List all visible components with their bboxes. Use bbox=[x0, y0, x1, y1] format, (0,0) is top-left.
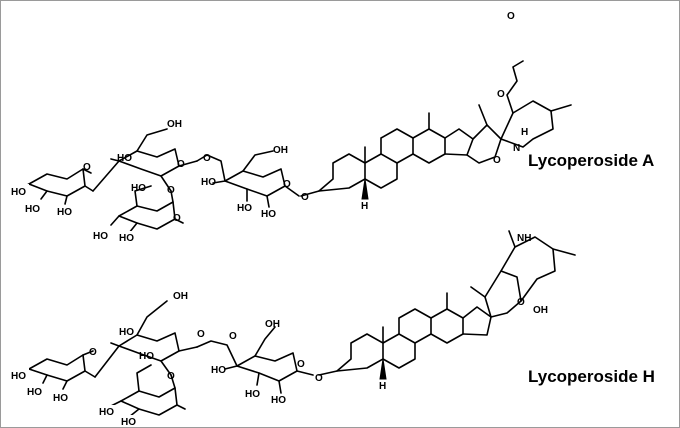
atom-label: O bbox=[497, 89, 505, 100]
compound-h-structure bbox=[22, 230, 576, 418]
atom-label: HO bbox=[245, 389, 260, 400]
atom-label: O bbox=[493, 155, 501, 166]
atom-label: HO bbox=[99, 407, 114, 418]
atom-label: HO bbox=[119, 233, 134, 244]
atom-label: O bbox=[315, 373, 323, 384]
compound-a-atom-labels: HO HO HO O HO OH O O HO HO HO O O OH HO … bbox=[11, 11, 528, 244]
atom-label: O bbox=[177, 159, 185, 170]
atom-label: O bbox=[229, 331, 237, 342]
atom-label: HO bbox=[211, 365, 226, 376]
atom-label: O bbox=[167, 185, 175, 196]
atom-label: OH bbox=[265, 319, 280, 330]
compound-a-structure bbox=[22, 60, 572, 234]
atom-label: O bbox=[507, 11, 515, 22]
atom-label: HO bbox=[27, 387, 42, 398]
atom-label: HO bbox=[53, 393, 68, 404]
atom-label: HO bbox=[11, 371, 26, 382]
atom-label: HO bbox=[25, 204, 40, 215]
atom-label: HO bbox=[57, 207, 72, 218]
atom-label: HO bbox=[131, 183, 146, 194]
compound-name-a: Lycoperoside A bbox=[528, 151, 654, 170]
compound-h-atom-labels: HO HO HO O HO OH O O HO HO HO O OH HO HO… bbox=[11, 233, 548, 427]
atom-label: HO bbox=[93, 231, 108, 242]
atom-label: O bbox=[297, 359, 305, 370]
atom-label: O bbox=[89, 347, 97, 358]
atom-label: HO bbox=[261, 209, 276, 220]
atom-label: HO bbox=[121, 417, 136, 427]
atom-label: OH bbox=[273, 145, 288, 156]
atom-label: HO bbox=[139, 351, 154, 362]
label-masks bbox=[9, 184, 139, 427]
atom-label: OH bbox=[533, 305, 548, 316]
atom-label: HO bbox=[271, 395, 286, 406]
atom-label: H bbox=[521, 127, 528, 138]
atom-label: HO bbox=[11, 187, 26, 198]
compound-name-h: Lycoperoside H bbox=[528, 367, 655, 386]
atom-label: O bbox=[301, 192, 309, 203]
atom-label: O bbox=[283, 179, 291, 190]
atom-label: NH bbox=[517, 233, 531, 244]
atom-label: O bbox=[83, 162, 91, 173]
atom-label: OH bbox=[173, 291, 188, 302]
atom-label: H bbox=[379, 381, 386, 392]
atom-label: O bbox=[167, 371, 175, 382]
atom-label: HO bbox=[119, 327, 134, 338]
atom-label: HO bbox=[201, 177, 216, 188]
atom-label: OH bbox=[167, 119, 182, 130]
atom-label: HO bbox=[237, 203, 252, 214]
atom-label: N bbox=[513, 143, 520, 154]
atom-label: O bbox=[517, 297, 525, 308]
atom-label: O bbox=[203, 153, 211, 164]
atom-label: O bbox=[197, 329, 205, 340]
atom-label: H bbox=[361, 201, 368, 212]
atom-label: O bbox=[173, 213, 181, 224]
atom-label: HO bbox=[117, 153, 132, 164]
